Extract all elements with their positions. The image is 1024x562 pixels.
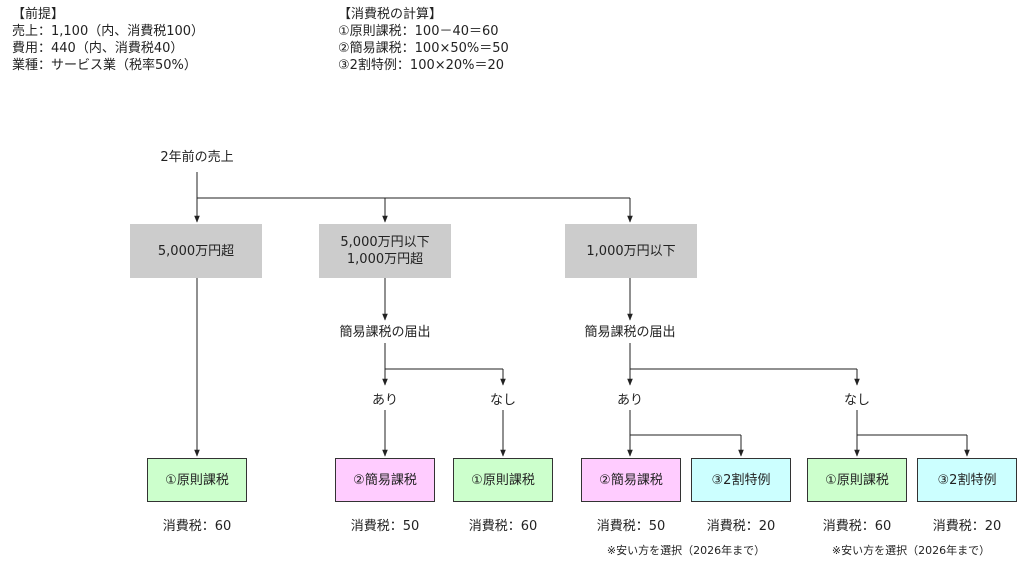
category-over-50m-label: 5,000万円超 (157, 243, 235, 259)
outcome-general-2-label: ①原則課税 (471, 472, 535, 488)
tax-result-special-1: 消費税：20 (706, 519, 776, 534)
tax-result-general-1: 消費税：60 (162, 519, 232, 534)
calculation-general: ①原則課税：100－40＝60 (338, 24, 499, 39)
tax-result-simplified-2: 消費税：50 (596, 519, 666, 534)
calculation-simplified: ②簡易課税：100×50%＝50 (338, 41, 509, 56)
tax-result-general-3: 消費税：60 (822, 519, 892, 534)
premise-heading: 【前提】 (12, 7, 65, 22)
outcome-general-1-label: ①原則課税 (165, 472, 229, 488)
category-over-50m: 5,000万円超 (130, 224, 262, 278)
tax-result-general-2: 消費税：60 (468, 519, 538, 534)
decision-label-under: 簡易課税の届出 (584, 325, 676, 340)
category-mid: 5,000万円以下 1,000万円超 (319, 224, 451, 278)
outcome-simplified-1-label: ②簡易課税 (353, 472, 417, 488)
outcome-general-3-label: ①原則課税 (825, 472, 889, 488)
premise-block: 【前提】 売上：1,100（内、消費税100） 費用：440（内、消費税40） … (12, 6, 204, 74)
branch-no-mid: なし (489, 393, 517, 408)
premise-sales: 売上：1,100（内、消費税100） (12, 24, 205, 39)
outcome-simplified-2: ②簡易課税 (581, 458, 681, 502)
premise-industry: 業種：サービス業（税率50%） (12, 58, 197, 73)
outcome-simplified-1: ②簡易課税 (335, 458, 435, 502)
outcome-special-1-label: ③2割特例 (711, 472, 771, 488)
premise-costs: 費用：440（内、消費税40） (12, 41, 184, 56)
note-under-yes: ※安い方を選択（2026年まで） (606, 544, 766, 557)
outcome-special-2: ③2割特例 (917, 458, 1017, 502)
branch-no-under: なし (843, 393, 871, 408)
calculation-heading: 【消費税の計算】 (338, 7, 443, 22)
root-label: 2年前の売上 (160, 150, 234, 165)
outcome-general-2: ①原則課税 (453, 458, 553, 502)
note-under-no: ※安い方を選択（2026年まで） (831, 544, 991, 557)
outcome-special-1: ③2割特例 (691, 458, 791, 502)
decision-label-mid: 簡易課税の届出 (339, 325, 431, 340)
calculation-special: ③2割特例：100×20%＝20 (338, 58, 505, 73)
category-under-10m: 1,000万円以下 (565, 224, 697, 278)
branch-yes-under: あり (616, 393, 644, 408)
outcome-special-2-label: ③2割特例 (937, 472, 997, 488)
tax-result-simplified-1: 消費税：50 (350, 519, 420, 534)
outcome-general-3: ①原則課税 (807, 458, 907, 502)
category-mid-line1: 5,000万円以下 (340, 235, 430, 250)
branch-yes-mid: あり (371, 393, 399, 408)
outcome-simplified-2-label: ②簡易課税 (599, 472, 663, 488)
calculation-block: 【消費税の計算】 ①原則課税：100－40＝60 ②簡易課税：100×50%＝5… (338, 6, 509, 74)
outcome-general-1: ①原則課税 (147, 458, 247, 502)
tax-result-special-2: 消費税：20 (932, 519, 1002, 534)
category-mid-line2: 1,000万円超 (346, 252, 424, 267)
category-under-10m-label: 1,000万円以下 (586, 243, 676, 259)
